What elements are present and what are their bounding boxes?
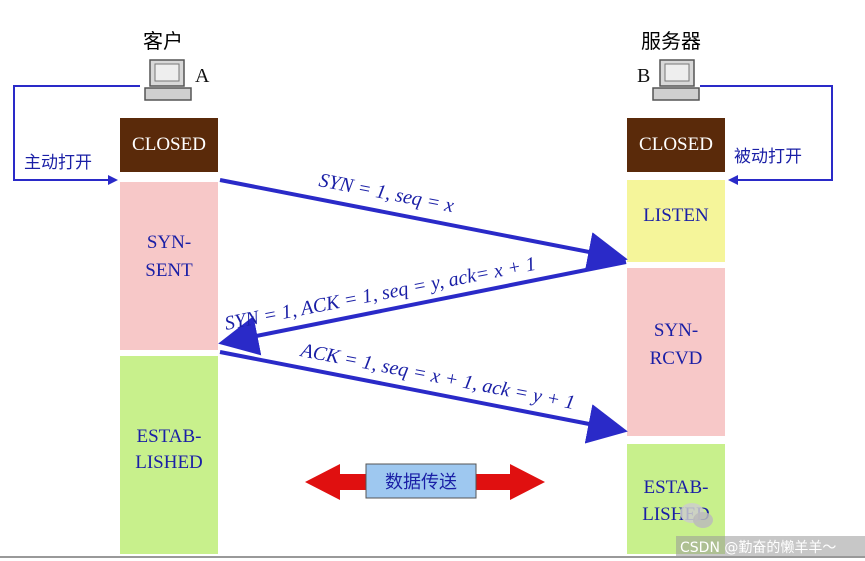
wechat-icon [680, 503, 713, 528]
syn-ack-message-label: SYN = 1, ACK = 1, seq = y, ack= x + 1 [223, 253, 538, 335]
client-established-line1: ESTAB- [137, 426, 202, 447]
syn-message-label: SYN = 1, seq = x [317, 169, 456, 217]
server-state-closed [627, 118, 725, 172]
active-open-label: 主动打开 [24, 153, 92, 173]
server-listen-label: LISTEN [643, 205, 709, 226]
passive-open-label: 被动打开 [734, 147, 802, 167]
active-open-arrowhead [108, 175, 118, 185]
data-transfer-label: 数据传送 [385, 472, 457, 493]
client-state-established [120, 356, 218, 554]
server-state-syn-rcvd [627, 268, 725, 436]
client-tag: A [195, 65, 210, 87]
server-tag: B [637, 65, 650, 87]
server-established-line1: ESTAB- [644, 477, 709, 498]
server-computer-icon [652, 59, 700, 101]
client-established-line2: LISHED [135, 452, 203, 473]
client-syn-sent-line1: SYN- [147, 232, 191, 253]
client-title: 客户 [143, 29, 183, 53]
client-state-closed [120, 118, 218, 172]
server-state-established [627, 444, 725, 554]
watermark-text: CSDN @勤奋的懒羊羊～ [680, 540, 836, 556]
client-syn-sent-line2: SENT [145, 260, 193, 281]
ack-arrow [219, 350, 628, 444]
passive-open-loop [700, 85, 833, 181]
server-state-listen [627, 180, 725, 262]
watermark-backdrop [676, 536, 865, 558]
client-computer-icon [144, 59, 192, 101]
server-syn-rcvd-line2: RCVD [650, 348, 703, 369]
server-closed-label: CLOSED [639, 134, 713, 155]
server-syn-rcvd-line1: SYN- [654, 320, 698, 341]
data-transfer-box [365, 463, 477, 499]
passive-open-arrowhead [728, 175, 738, 185]
syn-ack-arrow [218, 260, 627, 356]
client-state-syn-sent [120, 182, 218, 350]
server-title: 服务器 [641, 29, 701, 53]
client-closed-label: CLOSED [132, 134, 206, 155]
syn-arrow [219, 178, 628, 272]
active-open-loop [13, 85, 140, 181]
